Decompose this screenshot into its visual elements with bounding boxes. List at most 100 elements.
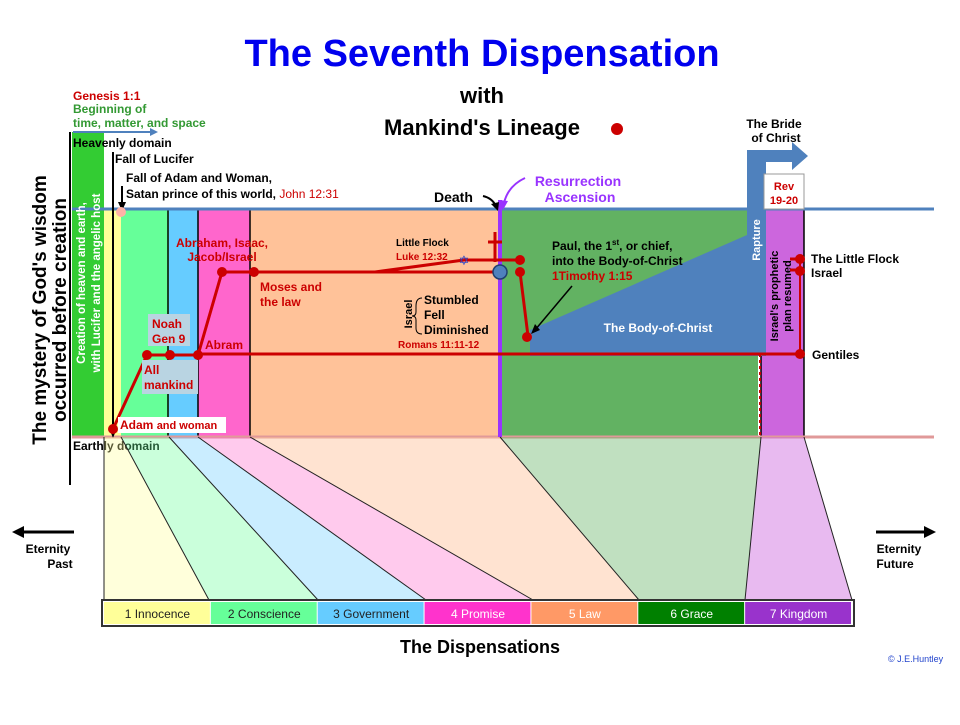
- dot-right-flock: [795, 254, 805, 264]
- dispensation-segment: [317, 602, 424, 624]
- dispensation-segment: [104, 602, 210, 624]
- eternity-future-arrow-head: [924, 526, 936, 538]
- bride-arrow: [747, 142, 808, 235]
- band-creation: [72, 132, 104, 437]
- dispensation-label: 2 Conscience: [228, 607, 301, 621]
- dispensation-label: 6 Grace: [670, 607, 713, 621]
- dispensation-label: 5 Law: [569, 607, 601, 621]
- dot-abram: [193, 350, 203, 360]
- death-circle: [492, 264, 508, 280]
- dispensation-segment: [424, 602, 531, 624]
- paul-line1-b: , or chief,: [619, 239, 672, 253]
- band-law: [250, 209, 500, 437]
- abraham-line2: Jacob/Israel: [187, 250, 256, 264]
- little-flock-ref: Luke 12:32: [396, 252, 448, 263]
- dispensation-segment: [638, 602, 745, 624]
- side-label: The mystery of God's wisdom occurred bef…: [30, 175, 71, 445]
- ascension-label: Ascension: [545, 189, 616, 205]
- israel-vertical-text: Israel: [403, 300, 415, 329]
- fan-edge-6: [744, 436, 762, 601]
- fan-edge-5: [499, 436, 640, 601]
- paul-ref: 1Timothy 1:15: [552, 269, 633, 283]
- dispensation-bar: 1 Innocence 2 Conscience 3 Government 4 Pro…: [104, 602, 851, 624]
- gentiles-label: Gentiles: [812, 348, 860, 362]
- eternity-past-arrow-head: [12, 526, 24, 538]
- body-of-christ-label: The Body-of-Christ: [604, 321, 713, 335]
- rapture-label: Rapture: [751, 219, 763, 261]
- fan-edge-3: [197, 436, 427, 601]
- dot-abraham: [217, 267, 227, 277]
- dispensation-label: 4 Promise: [451, 607, 505, 621]
- fall-adam-line2: Satan prince of this world, John 12:31: [126, 187, 339, 201]
- fan-innocence: [104, 437, 209, 600]
- dispensations-caption: The Dispensations: [400, 637, 560, 657]
- genesis-line1: Beginning of: [73, 102, 147, 116]
- adam-label-bg: [118, 417, 226, 433]
- moses-line2: the law: [260, 295, 301, 309]
- moses-line1: Moses and: [260, 280, 322, 294]
- israel-brace: [411, 297, 423, 335]
- romans-ref: Romans 11:11-12: [398, 340, 480, 351]
- creation-label-line1: Creation of heaven and earth,: [76, 202, 88, 364]
- little-flock-label: Little Flock: [396, 238, 449, 249]
- fan-edge-2: [168, 436, 319, 601]
- dot-right-israel: [795, 266, 805, 276]
- adam-suffix: and woman: [157, 420, 218, 432]
- noah-bg: [148, 314, 190, 346]
- right-israel-label: Israel: [811, 266, 842, 280]
- all-mankind-line2: mankind: [144, 378, 193, 392]
- dispensation-label: 1 Innocence: [125, 607, 191, 621]
- paul-line1-a: Paul, the 1: [552, 239, 612, 253]
- dot-moses: [249, 267, 259, 277]
- lineage-to-paul: [518, 271, 530, 337]
- death-label: Death: [434, 189, 473, 205]
- dot-israel-end: [515, 267, 525, 277]
- dispensation-segment: [210, 602, 317, 624]
- dot-flock-end: [515, 255, 525, 265]
- fan-grace: [500, 437, 761, 600]
- fan-edge-7: [803, 436, 853, 601]
- fan-edge-4: [249, 436, 534, 601]
- band-kingdom: [761, 209, 804, 437]
- resurrection-label: Resurrection: [535, 173, 621, 189]
- dot-paul: [522, 332, 532, 342]
- dispensation-label: 7 Kingdom: [770, 607, 827, 621]
- fall-lucifer-label: Fall of Lucifer: [115, 152, 194, 166]
- rev-box: [763, 173, 805, 210]
- fan-promise: [198, 437, 533, 600]
- fan-government: [169, 437, 426, 600]
- death-arrow-head: [491, 202, 499, 211]
- paul-sup: st: [612, 238, 619, 247]
- creation-label-line2: with Lucifer and the angelic host: [91, 193, 103, 373]
- rapture-text: Rapture: [751, 219, 763, 261]
- side-label-line1: The mystery of God's wisdom: [30, 175, 51, 445]
- genesis-line2: time, matter, and space: [73, 116, 206, 130]
- noah-line1: Noah: [152, 317, 182, 331]
- star-of-david-icon: ✡: [459, 253, 470, 268]
- dot-gentiles: [795, 349, 805, 359]
- lineage-little-flock: [374, 258, 465, 274]
- fall-adam-ref: John 12:31: [279, 187, 339, 201]
- diminished-label: Diminished: [424, 323, 489, 337]
- dispensation-label: 3 Government: [333, 607, 410, 621]
- paul-arrow: [534, 285, 573, 331]
- dispensation-segment: [745, 602, 851, 624]
- fan-law: [250, 437, 639, 600]
- eternity-past-line2: Past: [47, 557, 72, 571]
- title-line3: Mankind's Lineage: [384, 115, 580, 140]
- resurrection-arrow: [503, 177, 526, 204]
- prophetic-line1: Israel's prophetic: [769, 251, 781, 342]
- paul-arrow-head: [531, 324, 540, 334]
- abraham-line1: Abraham, Isaac,: [176, 236, 268, 250]
- adam-label: Adam and woman: [120, 418, 217, 432]
- resurrection-arrow-head: [499, 200, 508, 210]
- fall-adam-line1: Fall of Adam and Woman,: [126, 171, 272, 185]
- fan-edge-1: [120, 436, 210, 601]
- rev-line1: Rev: [774, 181, 795, 193]
- dot-noah: [165, 350, 175, 360]
- dot-all-mankind: [142, 350, 152, 360]
- dispensation-segment: [531, 602, 638, 624]
- fan-conscience: [121, 437, 318, 600]
